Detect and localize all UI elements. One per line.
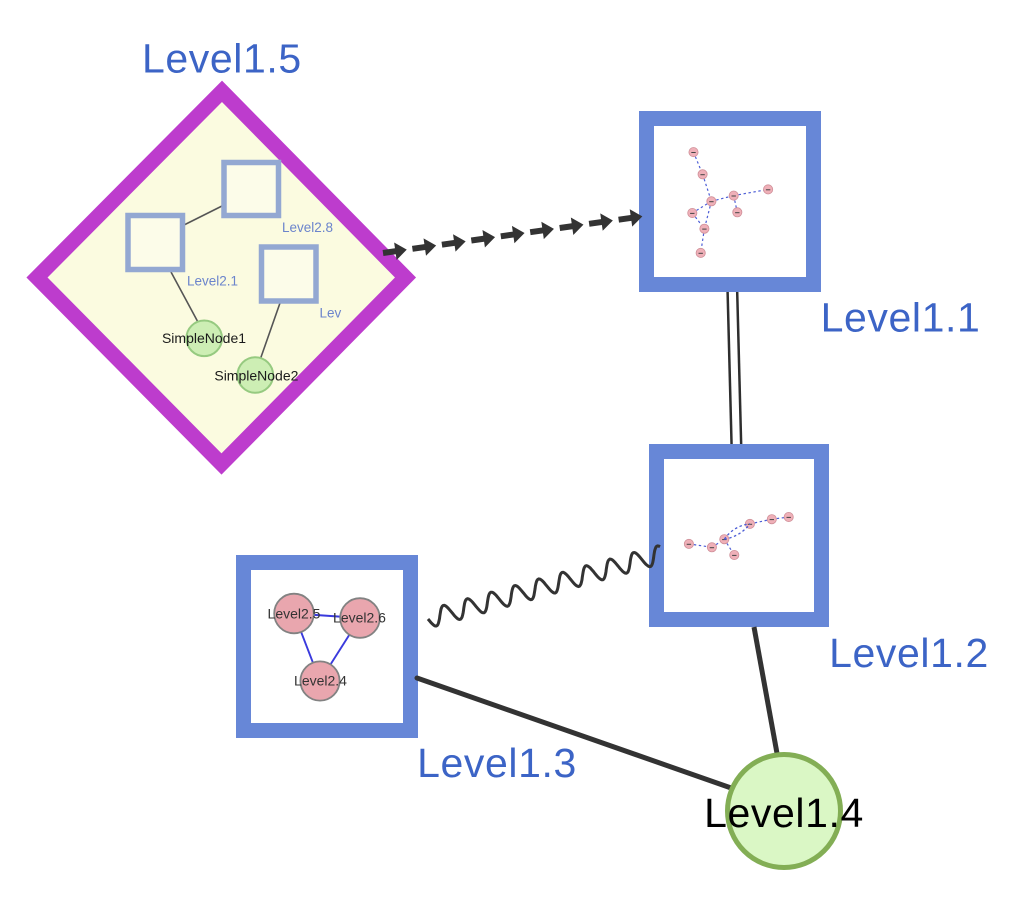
svg-text:SimpleNode1: SimpleNode1 — [162, 330, 246, 346]
svg-text:Level1.5: Level1.5 — [142, 36, 302, 82]
svg-text:SimpleNode2: SimpleNode2 — [214, 368, 298, 384]
svg-text:Lev: Lev — [320, 306, 342, 321]
svg-text:Level2.4: Level2.4 — [294, 673, 347, 689]
svg-text:Level2.6: Level2.6 — [333, 610, 386, 626]
svg-text:Level1.4: Level1.4 — [704, 790, 864, 836]
svg-text:Level2.8: Level2.8 — [282, 220, 333, 235]
svg-text:Level1.1: Level1.1 — [821, 295, 981, 341]
svg-text:Level1.3: Level1.3 — [417, 740, 577, 786]
svg-text:Level1.2: Level1.2 — [829, 630, 989, 676]
svg-text:Level2.1: Level2.1 — [187, 274, 238, 289]
svg-text:Level2.5: Level2.5 — [268, 606, 321, 622]
